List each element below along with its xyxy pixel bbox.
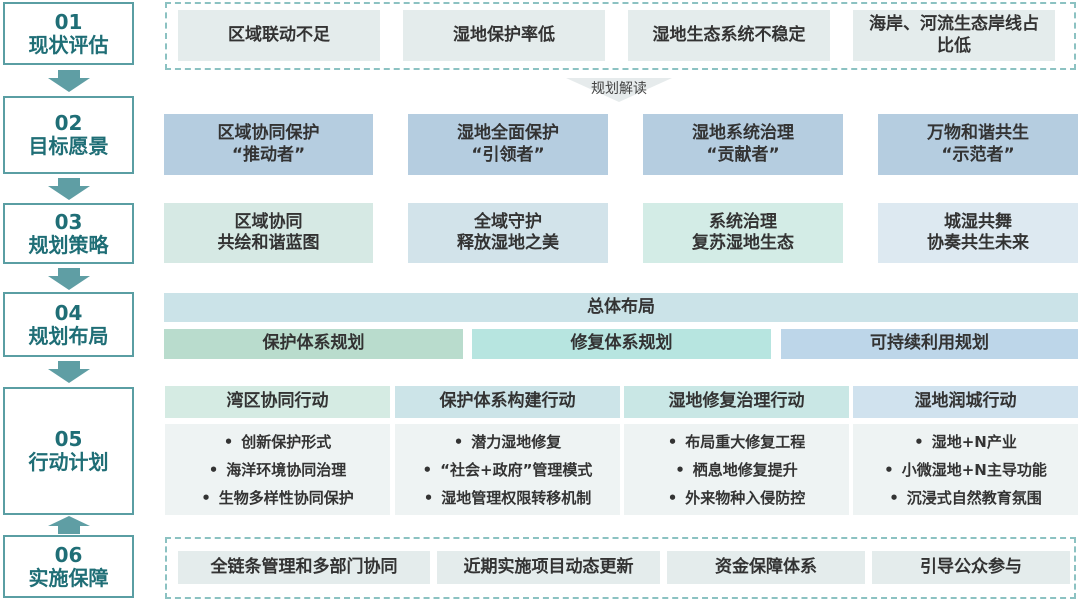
step-number: 05 (54, 427, 83, 451)
interpretation-label: 规划解读 (591, 81, 647, 97)
strategy-card: 系统治理 复苏湿地生态 (643, 203, 843, 263)
step-03: 03 规划策略 (3, 203, 134, 264)
assessment-item: 湿地保护率低 (403, 10, 605, 61)
guarantee-item: 全链条管理和多部门协同 (178, 551, 430, 584)
step-label: 行动计划 (28, 450, 109, 474)
step-number: 06 (54, 542, 83, 567)
strategy-line: 系统治理 (709, 211, 777, 232)
list-item: 外来物种入侵防控 (668, 484, 805, 512)
strategy-line: 全域守护 (474, 211, 542, 232)
strategy-line: 城湿共舞 (944, 211, 1012, 232)
goal-card: 万物和谐共生 “示范者” (878, 114, 1078, 175)
assessment-item: 湿地生态系统不稳定 (628, 10, 830, 61)
action-list: 湿地+N产业 小微湿地+N主导功能 沉浸式自然教育氛围 (884, 428, 1047, 512)
arrow-down-icon (48, 361, 90, 383)
goal-role: “引领者” (471, 144, 545, 165)
layout-part: 修复体系规划 (472, 329, 771, 359)
list-item: 湿地+N产业 (884, 428, 1047, 456)
assessment-item: 海岸、河流生态岸线占比低 (853, 10, 1055, 61)
layout-part: 保护体系规划 (164, 329, 463, 359)
action-body: 创新保护形式 海洋环境协同治理 生物多样性协同保护 (165, 424, 390, 515)
list-item: 湿地管理权限转移机制 (423, 484, 593, 512)
step-number: 01 (54, 9, 83, 34)
list-item: 小微湿地+N主导功能 (884, 456, 1047, 484)
list-item: “社会+政府”管理模式 (423, 456, 592, 484)
goal-role: “推动者” (231, 144, 306, 165)
goal-title: 湿地系统治理 (692, 123, 794, 144)
step-01: 01 现状评估 (3, 2, 134, 65)
list-item: 沉浸式自然教育氛围 (884, 484, 1047, 512)
interpretation-arrow-icon (566, 78, 672, 102)
action-title: 保护体系构建行动 (395, 386, 620, 418)
step-04: 04 规划布局 (3, 292, 134, 357)
step-06: 06 实施保障 (3, 535, 134, 598)
step-05: 05 行动计划 (3, 387, 134, 515)
arrow-up-icon (48, 516, 90, 534)
action-body: 布局重大修复工程 栖息地修复提升 外来物种入侵防控 (624, 424, 849, 515)
step-label: 目标愿景 (28, 134, 109, 158)
arrow-down-icon (48, 268, 90, 290)
list-item: 栖息地修复提升 (668, 456, 806, 484)
assessment-frame (165, 2, 1076, 70)
goal-title: 湿地全面保护 (457, 123, 559, 144)
step-number: 04 (54, 300, 83, 325)
step-label: 规划策略 (28, 232, 109, 257)
overall-layout-bar: 总体布局 (164, 293, 1078, 322)
arrow-down-icon (48, 178, 90, 200)
list-item: 布局重大修复工程 (668, 428, 805, 456)
goal-card: 湿地全面保护 “引领者” (408, 114, 608, 175)
strategy-card: 城湿共舞 协奏共生未来 (878, 203, 1078, 263)
goal-title: 万物和谐共生 (927, 123, 1029, 144)
strategy-line: 释放湿地之美 (457, 233, 559, 253)
step-label: 规划布局 (28, 323, 109, 348)
strategy-card: 全域守护 释放湿地之美 (408, 203, 608, 263)
goal-role: “示范者” (941, 144, 1015, 165)
list-item: 海洋环境协同治理 (201, 456, 354, 484)
step-number: 03 (54, 209, 83, 234)
action-body: 潜力湿地修复 “社会+政府”管理模式 湿地管理权限转移机制 (395, 424, 620, 515)
action-list: 创新保护形式 海洋环境协同治理 生物多样性协同保护 (201, 428, 354, 512)
action-title: 湿地修复治理行动 (624, 386, 849, 418)
strategy-line: 复苏湿地生态 (692, 233, 794, 253)
step-label: 现状评估 (28, 32, 109, 57)
list-item: 潜力湿地修复 (423, 428, 593, 456)
action-title: 湿地润城行动 (853, 386, 1078, 418)
guarantee-item: 引导公众参与 (872, 551, 1070, 584)
step-number: 02 (54, 111, 83, 135)
list-item: 生物多样性协同保护 (201, 484, 354, 512)
strategy-line: 共绘和谐蓝图 (217, 233, 320, 253)
layout-part: 可持续利用规划 (781, 329, 1078, 359)
step-label: 实施保障 (28, 565, 109, 590)
guarantee-frame (165, 537, 1076, 599)
strategy-card: 区域协同 共绘和谐蓝图 (164, 203, 373, 263)
strategy-line: 协奏共生未来 (927, 233, 1029, 253)
guarantee-item: 近期实施项目动态更新 (437, 551, 660, 584)
action-title: 湾区协同行动 (165, 386, 390, 418)
arrow-down-icon (48, 70, 90, 92)
action-list: 潜力湿地修复 “社会+政府”管理模式 湿地管理权限转移机制 (423, 428, 593, 512)
goal-card: 区域协同保护 “推动者” (164, 114, 373, 175)
goal-title: 区域协同保护 (217, 123, 320, 144)
strategy-line: 区域协同 (234, 211, 303, 232)
goal-role: “贡献者” (706, 144, 780, 165)
goal-card: 湿地系统治理 “贡献者” (643, 114, 843, 175)
assessment-item: 区域联动不足 (178, 10, 380, 61)
action-body: 湿地+N产业 小微湿地+N主导功能 沉浸式自然教育氛围 (853, 424, 1078, 515)
list-item: 创新保护形式 (201, 428, 354, 456)
guarantee-item: 资金保障体系 (667, 551, 865, 584)
step-02: 02 目标愿景 (3, 96, 134, 174)
action-list: 布局重大修复工程 栖息地修复提升 外来物种入侵防控 (668, 428, 806, 512)
